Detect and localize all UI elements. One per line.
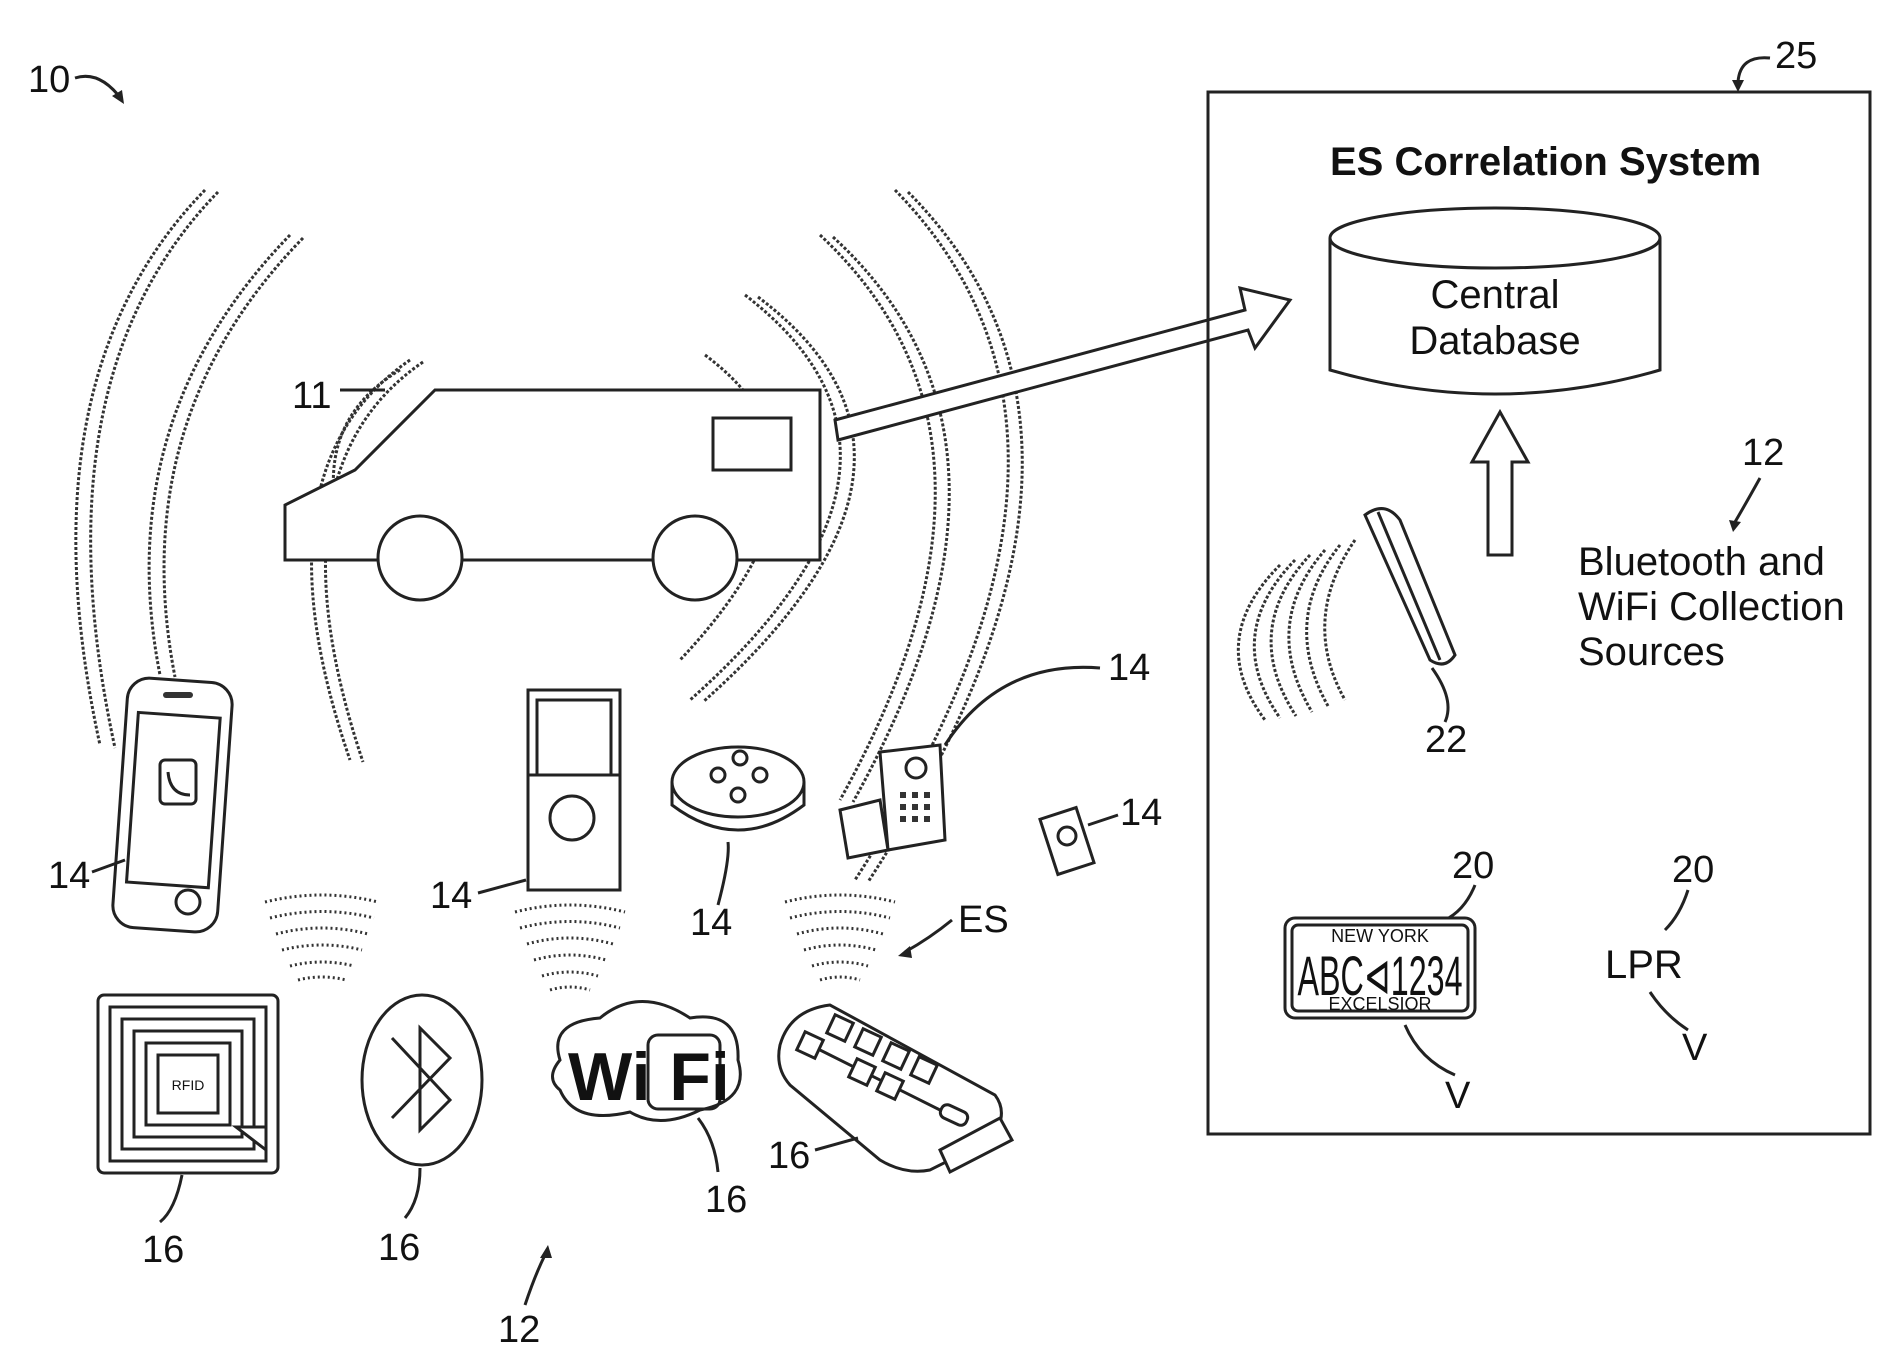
v-plate-label: V [1445,1075,1471,1117]
intercom-device [840,745,945,858]
sources-label-line2: WiFi Collection [1578,585,1845,629]
ref-14-speaker-label: 14 [690,902,732,944]
ref-25-arrowhead [1732,80,1744,92]
keyfob-device [779,1005,1012,1172]
lpr-v-leader [1650,992,1688,1030]
ref-22-leader [1432,668,1448,722]
ref-25-leader [1738,58,1770,82]
vehicle-wheel-front [378,516,462,600]
ref-16-wifi-leader [698,1118,718,1172]
ref-16-bluetooth-label: 16 [378,1227,420,1269]
bluetooth-icon [362,995,482,1165]
database-label-line2: Database [1409,319,1580,363]
ref-20-plate-label: 20 [1452,845,1494,887]
v-lpr-label: V [1682,1027,1708,1069]
ref-14-doorbell-label: 14 [430,875,472,917]
es-arrowhead [898,946,912,958]
ref-12-bottom-leader [525,1255,545,1305]
ref-11-label: 11 [292,375,331,417]
ref-14-intercom-leader [945,667,1100,745]
ref-12-bottom-arrowhead [540,1245,552,1258]
smart-speaker-device [672,747,804,830]
ref-14-small-leader [1088,815,1118,825]
ref-16-rfid-leader [160,1175,182,1222]
ref-12-right-leader [1735,478,1760,522]
ref-16-wifi-label: 16 [705,1179,747,1221]
vehicle [285,390,820,600]
ref-16-rfid-label: 16 [142,1229,184,1271]
ref-25-label: 25 [1775,35,1817,77]
ref-20-lpr-leader [1665,890,1688,930]
system-title: ES Correlation System [1330,140,1761,184]
ref-14-doorbell-leader [478,880,526,893]
sources-label-line3: Sources [1578,630,1725,674]
ref-16-keyfob-leader [815,1138,858,1150]
ref-14-small-label: 14 [1120,792,1162,834]
ref-20-lpr-label: 20 [1672,849,1714,891]
wifi-logo-text: Wi Fi [568,1039,730,1115]
smartphone-device [111,677,233,934]
ref-22-label: 22 [1425,719,1467,761]
collection-sensor [1238,509,1455,720]
data-flow-arrow [835,288,1290,440]
ref-10-label: 10 [28,59,70,101]
upload-arrow [1472,412,1528,555]
plate-motto: EXCELSIOR [1328,994,1431,1014]
ref-12-right-arrowhead [1729,520,1741,532]
small-tag-device [1040,808,1094,875]
doorbell-device [528,690,620,890]
ref-20-plate-leader [1445,885,1475,920]
ref-14-phone-label: 14 [48,855,90,897]
ref-14-intercom-label: 14 [1108,647,1150,689]
ref-12-right-label: 12 [1742,432,1784,474]
database-label-line1: Central [1431,273,1560,317]
ref-12-bottom-label: 12 [498,1309,540,1348]
rfid-text: RFID [172,1077,205,1093]
plate-v-leader [1405,1025,1455,1075]
emission-waves [265,895,895,990]
ref-16-bluetooth-leader [405,1168,420,1218]
sources-label-line1: Bluetooth and [1578,540,1825,584]
ref-16-keyfob-label: 16 [768,1135,810,1177]
ref-14-speaker-leader [718,842,728,905]
es-leader [905,920,952,952]
vehicle-wheel-rear [653,516,737,600]
es-label: ES [958,899,1009,941]
plate-state: NEW YORK [1331,926,1429,946]
lpr-label: LPR [1605,943,1683,987]
vehicle-window [713,418,791,470]
